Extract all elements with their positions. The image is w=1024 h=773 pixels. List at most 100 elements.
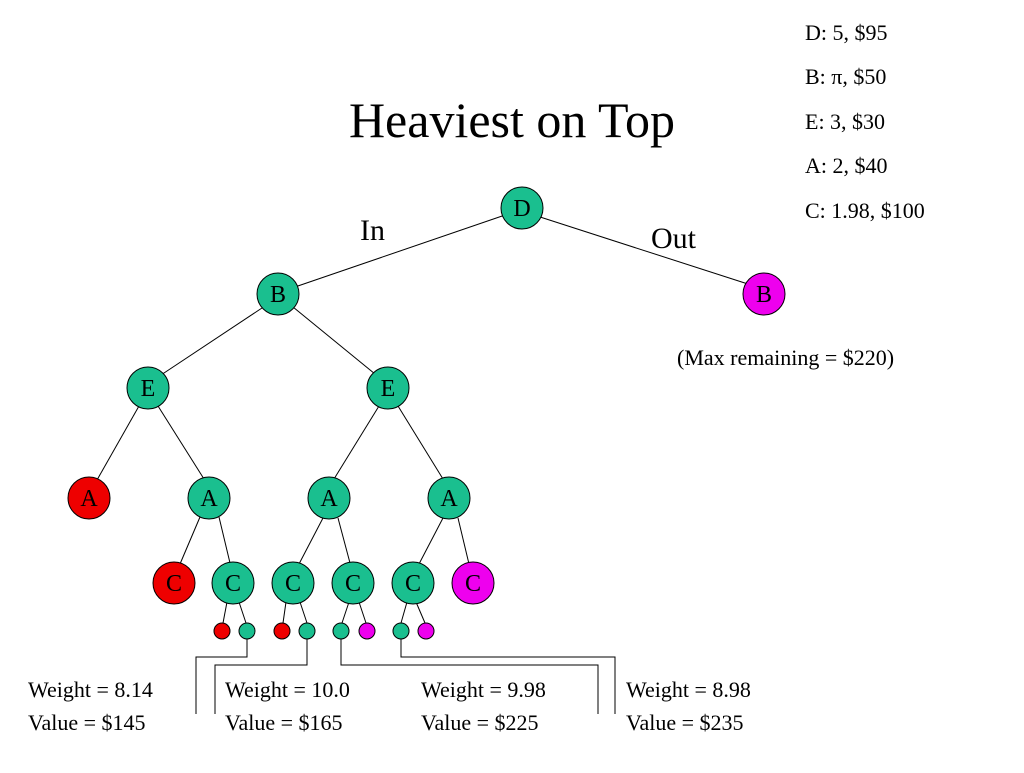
result-3-value: Value = $225 — [421, 710, 539, 735]
node-a3: A — [307, 476, 351, 520]
max-remaining-note: (Max remaining = $220) — [677, 345, 894, 370]
edge-c2-leaf2 — [238, 601, 247, 624]
edge-b-e-right — [292, 306, 376, 375]
item-list: D: 5, $95 B: π, $50 E: 3, $30 A: 2, $40 … — [805, 20, 925, 223]
result-2-value: Value = $165 — [225, 710, 343, 735]
node-c1: C — [152, 561, 196, 605]
edge-c3-leaf2 — [299, 601, 308, 624]
node-a4-circle — [427, 476, 471, 520]
connector-result-1 — [195, 639, 248, 714]
node-a4-label: A — [440, 486, 458, 512]
node-a1-circle — [67, 476, 111, 520]
leaf-dot-2 — [238, 622, 256, 640]
leaf-dot-4 — [298, 622, 316, 640]
node-d-root-label: D — [513, 196, 530, 222]
node-a3-circle — [307, 476, 351, 520]
edge-e-a1 — [96, 405, 140, 481]
result-1-weight: Weight = 8.14 — [28, 677, 153, 702]
edge-c5-leaf1 — [400, 601, 408, 624]
node-a1-label: A — [80, 486, 98, 512]
edge-a3-c4 — [337, 517, 351, 564]
edge-a3-c3 — [298, 517, 324, 565]
node-c4: C — [331, 561, 375, 605]
node-b-out: B — [742, 272, 786, 316]
branch-out-label: Out — [651, 222, 697, 255]
results: Weight = 8.14 Value = $145 Weight = 10.0… — [28, 677, 751, 735]
edge-e-a3 — [333, 405, 380, 480]
node-c3-circle — [271, 561, 315, 605]
result-4-weight: Weight = 8.98 — [626, 677, 751, 702]
edge-a4-c6 — [457, 517, 470, 565]
edge-c5-leaf2 — [415, 601, 426, 624]
leaf-dot-3 — [273, 622, 291, 640]
leaf-dot-1 — [213, 622, 231, 640]
edge-e-a4 — [397, 405, 444, 480]
leaf-dot-7 — [392, 622, 410, 640]
result-connectors — [195, 639, 616, 714]
leaf-dot-6 — [358, 622, 376, 640]
node-c3: C — [271, 561, 315, 605]
edge-a4-c5 — [418, 517, 444, 565]
node-a3-label: A — [320, 486, 338, 512]
item-d: D: 5, $95 — [805, 20, 888, 45]
result-2-weight: Weight = 10.0 — [225, 677, 350, 702]
edge-e-a2 — [157, 405, 205, 480]
node-c3-label: C — [285, 571, 301, 597]
result-3-weight: Weight = 9.98 — [421, 677, 546, 702]
node-c2-circle — [211, 561, 255, 605]
leaf-dot-5 — [332, 622, 350, 640]
node-b-in-label: B — [270, 282, 286, 308]
edge-a2-c1 — [179, 516, 201, 565]
node-e-left-label: E — [141, 376, 156, 402]
edge-b-e-left — [160, 305, 266, 376]
node-c4-label: C — [345, 571, 361, 597]
result-1-value: Value = $145 — [28, 710, 146, 735]
tree-nodes: D B B E E A A A — [67, 186, 786, 605]
edge-d-b-in — [291, 213, 509, 289]
node-a2-circle — [187, 476, 231, 520]
node-e-left-circle — [126, 366, 170, 410]
node-a4: A — [427, 476, 471, 520]
connector-result-4 — [400, 639, 616, 714]
node-a2-label: A — [200, 486, 218, 512]
item-e: E: 3, $30 — [805, 109, 885, 134]
node-c5: C — [391, 561, 435, 605]
node-b-out-circle — [742, 272, 786, 316]
edge-c3-leaf1 — [282, 601, 287, 624]
result-4-value: Value = $235 — [626, 710, 744, 735]
node-c4-circle — [331, 561, 375, 605]
leaf-dot-8 — [417, 622, 435, 640]
item-b: B: π, $50 — [805, 64, 886, 89]
item-a: A: 2, $40 — [805, 153, 888, 178]
node-c1-circle — [152, 561, 196, 605]
slide-title: Heaviest on Top — [349, 92, 675, 148]
node-a1: A — [67, 476, 111, 520]
branch-in-label: In — [360, 214, 385, 247]
node-c5-circle — [391, 561, 435, 605]
node-c2: C — [211, 561, 255, 605]
node-c6: C — [451, 561, 495, 605]
edge-c2-leaf1 — [222, 601, 228, 624]
edge-a2-c2 — [218, 516, 231, 564]
node-b-in: B — [256, 272, 300, 316]
item-c: C: 1.98, $100 — [805, 198, 925, 223]
tree-edges — [96, 213, 752, 624]
leaf-dots — [213, 622, 435, 640]
node-c1-label: C — [166, 571, 182, 597]
node-d-root-circle — [500, 186, 544, 230]
node-e-right-label: E — [381, 376, 396, 402]
node-c6-label: C — [465, 571, 481, 597]
node-e-left: E — [126, 366, 170, 410]
node-c5-label: C — [405, 571, 421, 597]
node-b-in-circle — [256, 272, 300, 316]
connector-result-3 — [340, 639, 599, 714]
node-c6-circle — [451, 561, 495, 605]
node-e-right: E — [366, 366, 410, 410]
connector-result-2 — [214, 639, 308, 714]
node-c2-label: C — [225, 571, 241, 597]
node-a2: A — [187, 476, 231, 520]
edge-c4-leaf1 — [341, 601, 350, 624]
node-e-right-circle — [366, 366, 410, 410]
